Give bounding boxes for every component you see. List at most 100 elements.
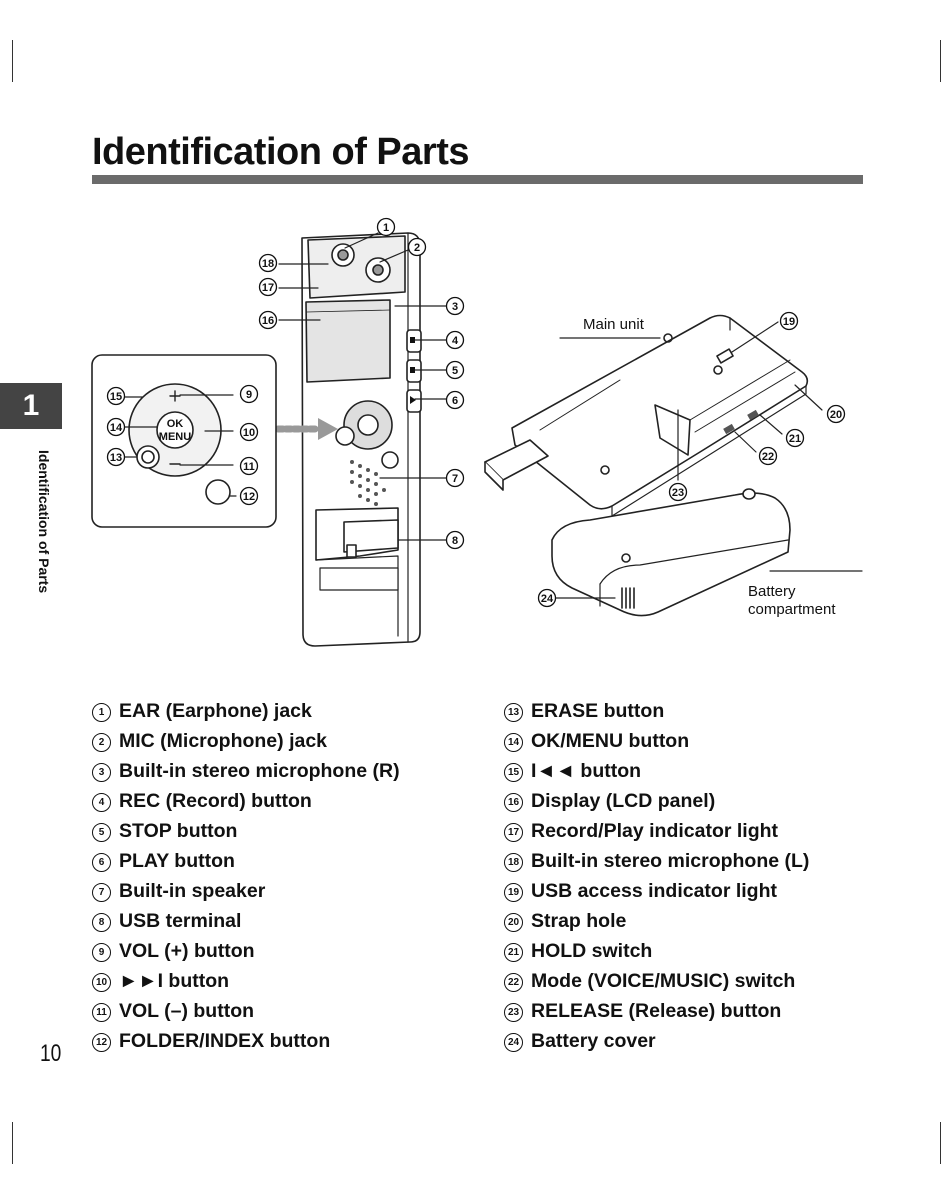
part-number: 22 [504, 973, 523, 992]
part-item: 1 EAR (Earphone) jack [92, 696, 400, 726]
callout-20: 20 [826, 404, 846, 424]
callout-17: 17 [258, 277, 278, 297]
part-number: 16 [504, 793, 523, 812]
part-item: 6 PLAY button [92, 846, 400, 876]
part-item: 21 HOLD switch [504, 936, 809, 966]
callout-1: 1 [376, 217, 396, 237]
svg-text:4: 4 [452, 335, 459, 347]
part-item: 10►►I button [92, 966, 400, 996]
part-item: 17 Record/Play indicator light [504, 816, 809, 846]
battery-cover-drawing [551, 488, 863, 617]
recorder-front-drawing [274, 232, 448, 647]
part-label: USB terminal [119, 910, 242, 932]
svg-text:6: 6 [452, 395, 458, 407]
callout-7: 7 [445, 468, 465, 488]
part-label: STOP button [119, 820, 238, 842]
part-number: 7 [92, 883, 111, 902]
callout-13: 13 [106, 447, 126, 467]
svg-text:3: 3 [452, 301, 458, 313]
part-label: FOLDER/INDEX button [119, 1030, 331, 1052]
main-unit-label: Main unit [583, 316, 645, 333]
svg-text:13: 13 [110, 452, 122, 464]
usb-terminal-drawing [343, 519, 399, 553]
part-label: VOL (+) button [119, 940, 255, 962]
callout-19: 19 [779, 311, 799, 331]
part-label: ►►I button [119, 970, 230, 992]
callout-23: 23 [668, 482, 688, 502]
svg-text:1: 1 [383, 222, 389, 234]
callout-18: 18 [258, 253, 278, 273]
svg-text:24: 24 [541, 593, 554, 605]
svg-text:18: 18 [262, 258, 274, 270]
part-label: Battery cover [531, 1030, 656, 1052]
part-label: EAR (Earphone) jack [119, 700, 312, 722]
svg-text:12: 12 [243, 491, 255, 503]
callout-8: 8 [445, 530, 465, 550]
part-label: Mode (VOICE/MUSIC) switch [531, 970, 796, 992]
part-label: Record/Play indicator light [531, 820, 779, 842]
part-number: 5 [92, 823, 111, 842]
part-label: Strap hole [531, 910, 627, 932]
svg-text:20: 20 [830, 409, 842, 421]
battery-label-line2: compartment [748, 601, 836, 618]
callout-24: 24 [537, 588, 557, 608]
part-label: ERASE button [531, 700, 665, 722]
callout-12: 12 [239, 486, 259, 506]
part-number: 24 [504, 1033, 523, 1052]
svg-text:15: 15 [110, 391, 122, 403]
svg-text:17: 17 [262, 282, 274, 294]
svg-text:11: 11 [243, 461, 255, 473]
part-number: 11 [92, 1003, 111, 1022]
part-label: Display (LCD panel) [531, 790, 716, 812]
svg-text:21: 21 [789, 433, 801, 445]
part-label: Built-in stereo microphone (R) [119, 760, 400, 782]
part-number: 4 [92, 793, 111, 812]
part-number: 1 [92, 703, 111, 722]
part-item: 7 Built-in speaker [92, 876, 400, 906]
callout-3: 3 [445, 296, 465, 316]
part-number: 8 [92, 913, 111, 932]
part-number: 12 [92, 1033, 111, 1052]
part-label: HOLD switch [531, 940, 653, 962]
part-number: 15 [504, 763, 523, 782]
part-item: 8 USB terminal [92, 906, 400, 936]
part-item: 9 VOL (+) button [92, 936, 400, 966]
part-label: USB access indicator light [531, 880, 777, 902]
part-item: 12 FOLDER/INDEX button [92, 1026, 400, 1056]
part-label: REC (Record) button [119, 790, 312, 812]
chapter-tab: 1 [0, 383, 62, 429]
svg-text:2: 2 [414, 242, 420, 254]
part-number: 20 [504, 913, 523, 932]
part-number: 14 [504, 733, 523, 752]
svg-text:14: 14 [110, 422, 123, 434]
page-title: Identification of Parts [92, 131, 469, 173]
speaker-grille-drawing [350, 460, 386, 506]
svg-text:19: 19 [783, 316, 795, 328]
svg-text:16: 16 [262, 315, 274, 327]
part-item: 22 Mode (VOICE/MUSIC) switch [504, 966, 809, 996]
part-number: 21 [504, 943, 523, 962]
part-item: 20 Strap hole [504, 906, 809, 936]
callout-22: 22 [758, 446, 778, 466]
svg-text:22: 22 [762, 451, 774, 463]
part-item: 24 Battery cover [504, 1026, 809, 1056]
svg-text:10: 10 [243, 427, 255, 439]
part-item: 5 STOP button [92, 816, 400, 846]
part-label: PLAY button [119, 850, 235, 872]
part-label: Built-in speaker [119, 880, 266, 902]
part-number: 9 [92, 943, 111, 962]
svg-text:9: 9 [246, 389, 252, 401]
page-number: 10 [40, 1040, 62, 1067]
part-number: 6 [92, 853, 111, 872]
crop-mark-bottom-right [940, 1122, 941, 1164]
part-number: 17 [504, 823, 523, 842]
